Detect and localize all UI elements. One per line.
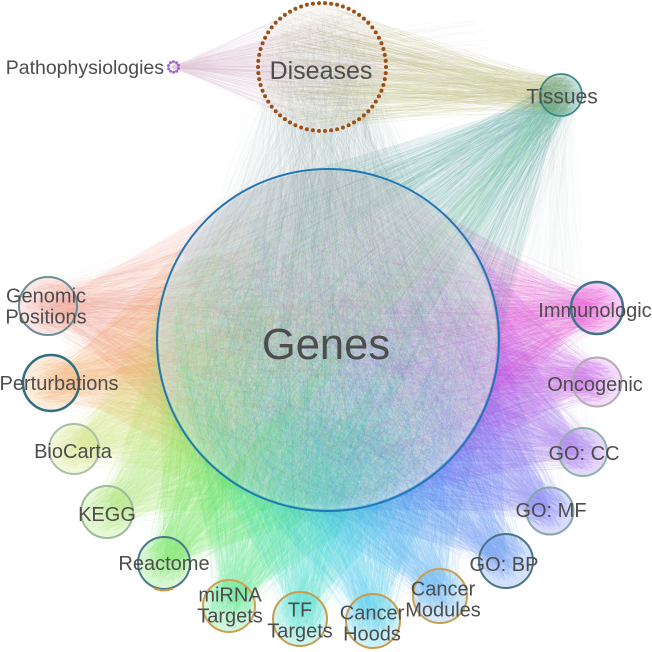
svg-text:GO: BP: GO: BP [470,554,539,576]
svg-text:Immunologic: Immunologic [538,300,651,322]
svg-text:KEGG: KEGG [78,504,136,526]
svg-text:Positions: Positions [5,307,86,329]
svg-text:Cancer: Cancer [340,603,405,625]
svg-text:Oncogenic: Oncogenic [547,374,643,396]
svg-text:Perturbations: Perturbations [0,373,118,395]
svg-text:Tissues: Tissues [526,85,598,108]
svg-text:Targets: Targets [197,606,263,628]
svg-text:TF: TF [288,600,312,622]
svg-text:Reactome: Reactome [118,553,209,575]
svg-text:Modules: Modules [405,600,481,622]
svg-text:Hoods: Hoods [343,624,401,646]
svg-text:GO: CC: GO: CC [548,443,619,465]
svg-text:Genomic: Genomic [6,286,86,308]
svg-text:miRNA: miRNA [198,585,262,607]
svg-text:Genes: Genes [262,321,390,369]
svg-text:Pathophysiologies: Pathophysiologies [6,57,165,79]
svg-text:Targets: Targets [267,621,333,643]
svg-text:GO: MF: GO: MF [515,500,586,522]
svg-text:Cancer: Cancer [411,579,476,601]
svg-text:Diseases: Diseases [270,57,373,85]
svg-text:BioCarta: BioCarta [34,441,113,463]
